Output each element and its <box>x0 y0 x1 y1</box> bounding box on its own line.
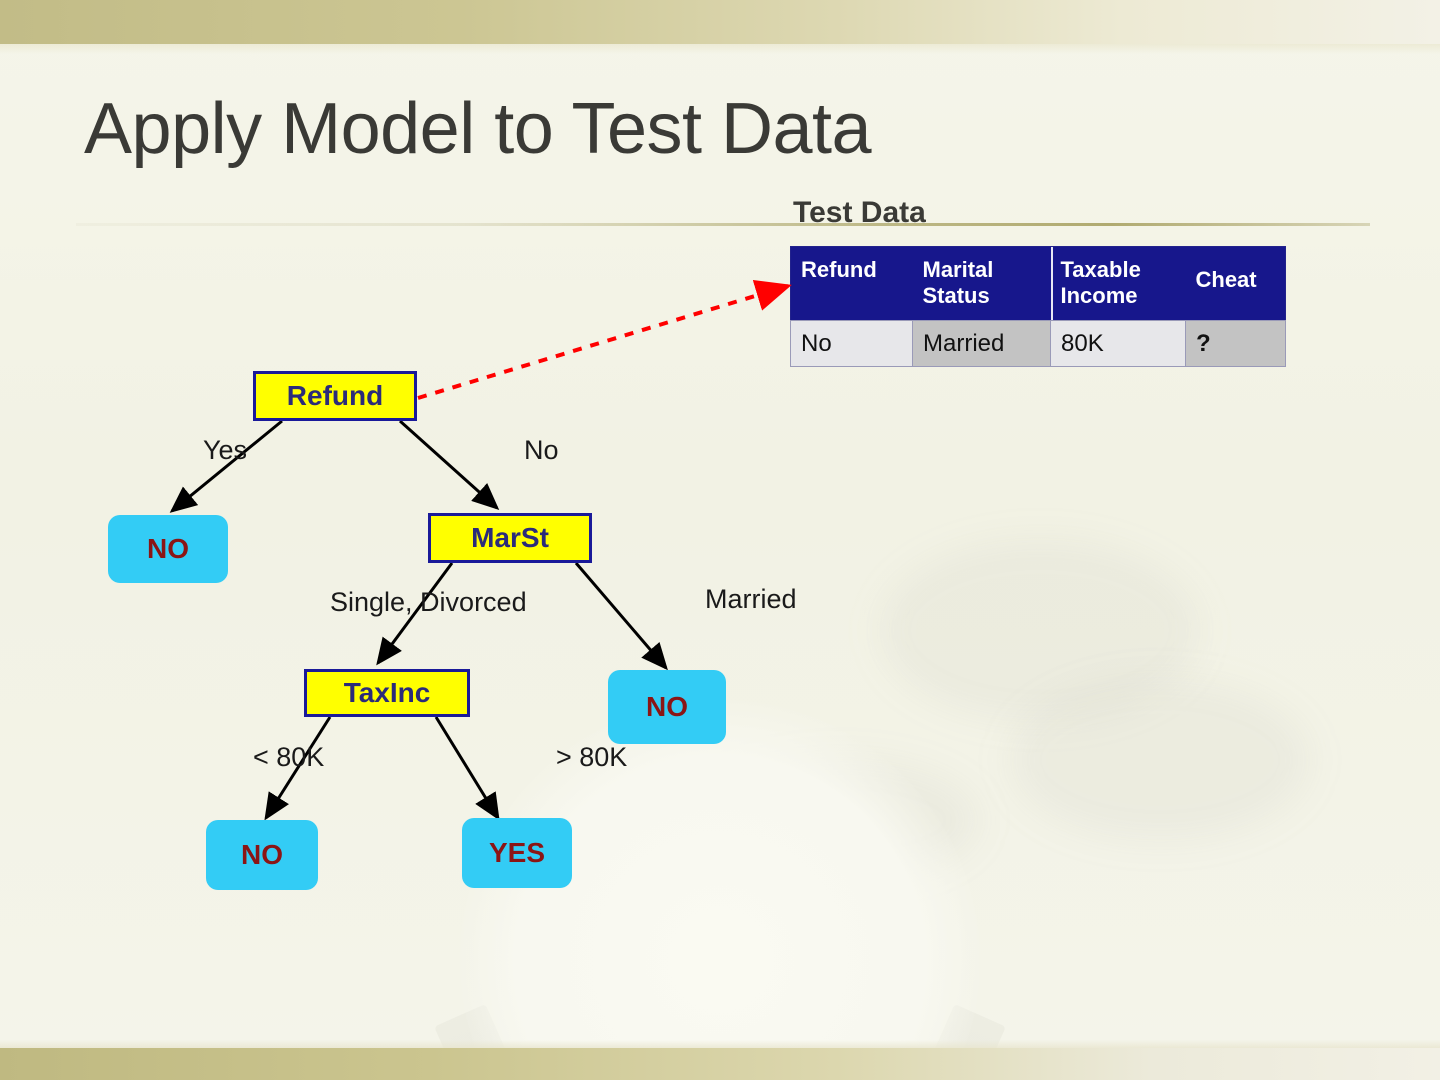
bottom-accent-band-fade <box>0 1040 1440 1048</box>
test-data-caption: Test Data <box>793 196 926 229</box>
edge-refund-no <box>398 419 500 511</box>
tree-node-refund[interactable]: Refund <box>253 371 417 421</box>
column-header-refund: Refund <box>790 246 913 321</box>
cell-cheat: ? <box>1185 320 1286 367</box>
edge-marst-married <box>574 562 668 671</box>
cell-refund: No <box>790 320 913 367</box>
cell-marital-status: Married <box>912 320 1051 367</box>
edge-label-yes: Yes <box>203 435 248 465</box>
tree-leaf-no-refund-yes[interactable]: NO <box>108 515 228 583</box>
edge-label-married: Married <box>705 584 797 614</box>
tree-node-marst[interactable]: MarSt <box>428 513 592 563</box>
edge-label-no: No <box>524 435 559 465</box>
annotation-arrow-to-test-data <box>417 279 792 400</box>
top-accent-band <box>0 0 1440 44</box>
tree-leaf-no-married[interactable]: NO <box>608 670 726 744</box>
column-header-marital-status: Marital Status <box>912 246 1051 321</box>
edge-taxinc-gt80k <box>434 716 500 821</box>
tree-leaf-no-lt80k[interactable]: NO <box>206 820 318 890</box>
tree-node-taxinc[interactable]: TaxInc <box>304 669 470 717</box>
edge-label-single-divorced: Single, Divorced <box>330 587 527 617</box>
tree-leaf-yes-gt80k[interactable]: YES <box>462 818 572 888</box>
column-header-cheat: Cheat <box>1185 246 1286 321</box>
edge-label-gt-80k: > 80K <box>556 742 628 772</box>
column-header-taxable-income: Taxable Income <box>1050 246 1186 321</box>
page-title: Apply Model to Test Data <box>84 89 872 169</box>
top-accent-band-fade <box>0 44 1440 54</box>
bottom-accent-band <box>0 1048 1440 1080</box>
test-data-table: Refund Marital Status Taxable Income Che… <box>790 246 1286 367</box>
cell-taxable-income: 80K <box>1050 320 1186 367</box>
title-divider-rule <box>76 223 1370 226</box>
table-row: No Married 80K ? <box>790 320 1286 367</box>
edge-label-lt-80k: < 80K <box>253 742 325 772</box>
table-header-row: Refund Marital Status Taxable Income Che… <box>790 246 1286 321</box>
